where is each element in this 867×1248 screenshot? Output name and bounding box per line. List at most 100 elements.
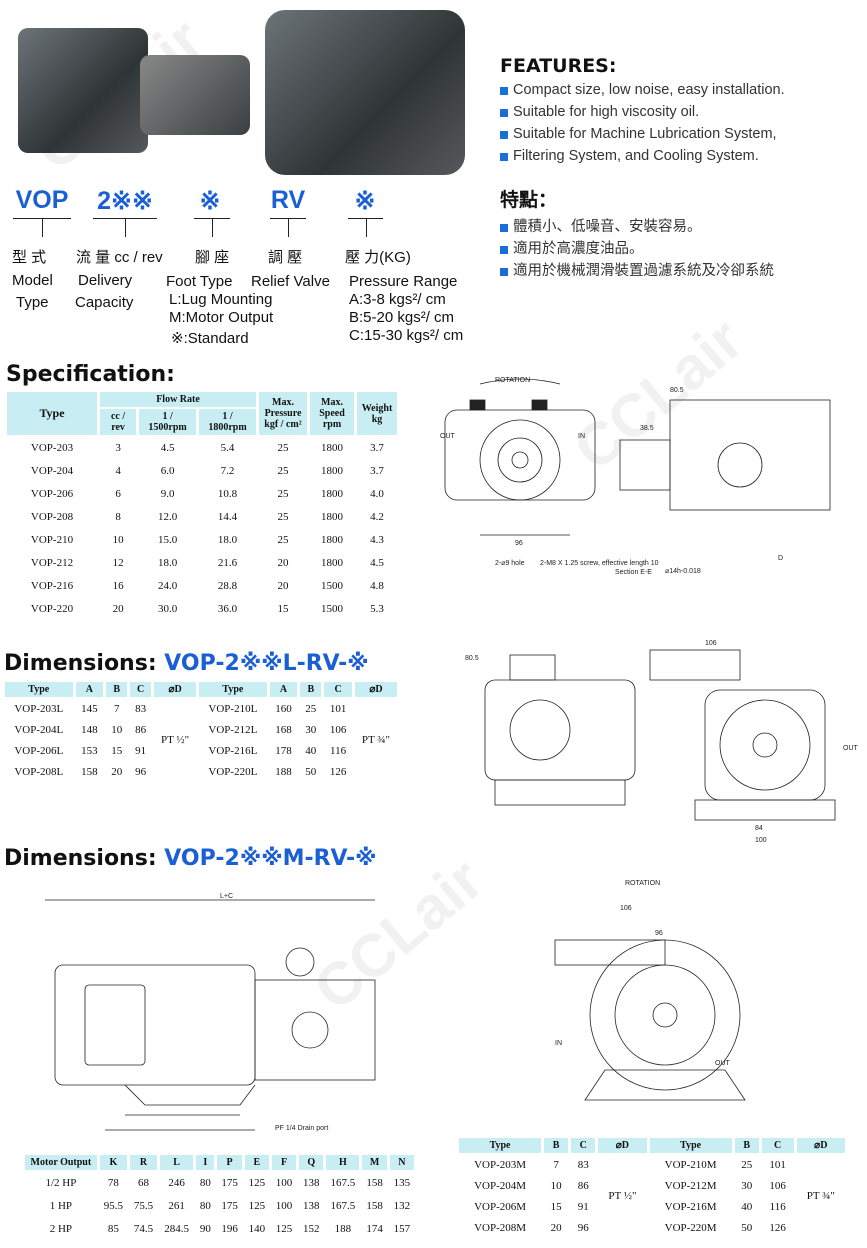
column-header: I — [196, 1155, 215, 1170]
screw-note: 2-M8 X 1.25 screw, effective length 10 — [540, 560, 659, 567]
column-header: Type — [459, 1138, 542, 1153]
column-header: C — [571, 1138, 596, 1153]
table-cell: 75.5 — [133, 1199, 154, 1212]
table-cell: 284.5 — [164, 1222, 190, 1235]
table-cell: 40 — [305, 744, 317, 757]
column-header: F — [271, 1155, 297, 1170]
label-pressure-c: C:15-30 kgs²/ cm — [349, 327, 464, 344]
d-label: D — [778, 555, 783, 562]
table-cell: 74.5 — [133, 1222, 154, 1235]
table-cell: 196 — [221, 1222, 238, 1235]
table-cell: 126 — [769, 1221, 786, 1234]
table-cell: 30 — [741, 1179, 753, 1192]
table-cell: 28.8 — [217, 579, 238, 592]
out-label: OUT — [440, 433, 456, 440]
table-cell: 125 — [248, 1199, 266, 1212]
label-foot-m: M:Motor Output — [169, 309, 274, 326]
column-header: B — [544, 1138, 569, 1153]
zh-delivery: 流 量 cc / rev — [76, 249, 163, 266]
dimensions-label: Dimensions: — [4, 846, 157, 871]
label-capacity: Capacity — [75, 294, 134, 311]
column-header: N — [389, 1155, 414, 1170]
table-cell: VOP-212 — [30, 556, 74, 569]
column-header: ⌀D — [598, 1138, 647, 1153]
label-foot-std: ※:Standard — [171, 330, 249, 347]
table-cell: VOP-204M — [474, 1179, 527, 1192]
table-cell: 101 — [329, 702, 347, 715]
table-cell: VOP-216L — [208, 744, 258, 757]
table-cell: 116 — [330, 744, 347, 757]
header-1500rpm: 1 / 1500rpm — [139, 409, 197, 435]
table-cell: 152 — [303, 1222, 320, 1235]
table-cell: 4.0 — [370, 487, 384, 500]
table-cell: 157 — [393, 1222, 411, 1235]
table-cell: 96 — [135, 765, 147, 778]
code-rv: RV — [270, 186, 306, 214]
table-cell: VOP-204 — [30, 464, 74, 477]
table-cell: 25 — [277, 510, 289, 523]
table-cell: 1 HP — [49, 1199, 73, 1212]
table-cell: 4 — [115, 464, 121, 477]
feature-item: Filtering System, and Cooling System. — [500, 145, 785, 167]
table-cell: 7.2 — [220, 464, 235, 477]
table-cell: 4.5 — [370, 556, 384, 569]
dim-label: 96 — [515, 540, 523, 547]
in-label: IN — [578, 433, 585, 440]
table-cell: 15 — [111, 744, 123, 757]
table-cell: VOP-220L — [208, 765, 258, 778]
label-foot-l: L:Lug Mounting — [169, 291, 273, 308]
dimensions-label: Dimensions: — [4, 651, 157, 676]
features-zh-title: 特點： — [500, 189, 558, 211]
column-header: C — [324, 682, 352, 697]
table-cell: 174 — [366, 1222, 383, 1235]
table-cell: 148 — [81, 723, 98, 736]
column-header: C — [761, 1138, 794, 1153]
feature-zh-item: 適用於高濃度油品。 — [500, 238, 774, 260]
table-cell: 96 — [577, 1221, 589, 1234]
table-cell: 3.7 — [370, 441, 384, 454]
table-cell: 9.0 — [160, 487, 175, 500]
table-cell: 106 — [329, 723, 347, 736]
table-cell: 7 — [553, 1158, 559, 1171]
table-cell: 261 — [168, 1199, 185, 1212]
table-cell: 20 — [550, 1221, 562, 1234]
table-cell: 153 — [81, 744, 98, 757]
table-cell: 24.0 — [157, 579, 178, 592]
feature-item: Suitable for high viscosity oil. — [500, 101, 785, 123]
column-header: B — [734, 1138, 759, 1153]
table-cell: VOP-208 — [30, 510, 74, 523]
column-header: C — [130, 682, 152, 697]
table-cell: VOP-204L — [14, 723, 64, 736]
column-header: A — [269, 682, 298, 697]
table-cell: 12 — [112, 556, 124, 569]
feature-item: Compact size, low noise, easy installati… — [500, 79, 785, 101]
dim-label: 106 — [620, 905, 632, 912]
column-header: A — [75, 682, 104, 697]
table-cell: VOP-208L — [14, 765, 64, 778]
table-cell: VOP-208M — [474, 1221, 527, 1234]
table-cell: VOP-212M — [664, 1179, 717, 1192]
code-vop: VOP — [15, 186, 69, 214]
table-cell: VOP-210M — [664, 1158, 717, 1171]
table-cell: 15 — [277, 602, 289, 615]
table-cell: 175 — [221, 1199, 238, 1212]
table-cell: 40 — [741, 1200, 753, 1213]
table-cell: 90 — [199, 1222, 211, 1235]
table-cell: 25 — [277, 441, 289, 454]
table-cell: 135 — [393, 1176, 411, 1189]
motor-mount-front-drawing: ROTATION IN OUT 106 96 — [554, 880, 746, 1101]
table-cell: VOP-206L — [14, 744, 64, 757]
table-cell: VOP-210L — [208, 702, 258, 715]
table-cell: 86 — [135, 723, 147, 736]
code-bracket — [93, 218, 157, 238]
feature-zh-item: 適用於機械潤滑裝置過濾系統及冷卻系統 — [500, 260, 774, 282]
table-cell: 125 — [248, 1176, 266, 1189]
lug-mount-drawing: 80.5 106 84 100 OUT — [465, 640, 859, 844]
table-cell: 10 — [112, 533, 124, 546]
